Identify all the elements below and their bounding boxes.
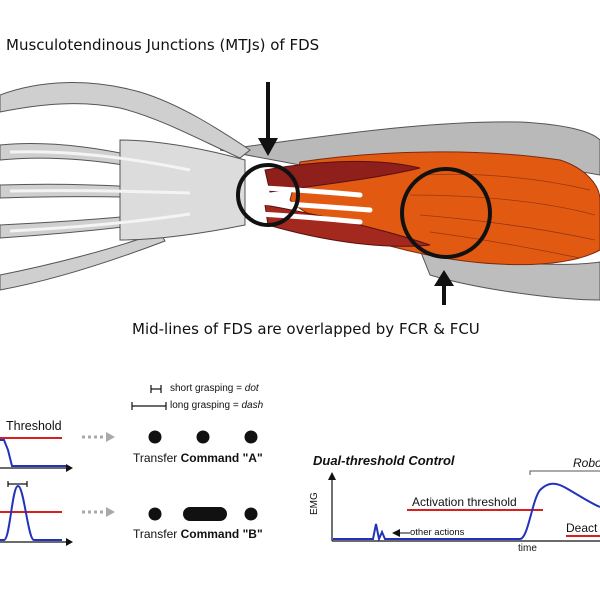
deactivation-label-fragment: Deact [566, 521, 598, 535]
legend-dash: long grasping = dash [170, 400, 263, 411]
activation-threshold-label: Activation threshold [412, 495, 517, 509]
dual-threshold-plot [328, 470, 600, 543]
other-actions-label: other actions [410, 527, 465, 538]
hand-bones [0, 82, 251, 291]
midline-caption: Mid-lines of FDS are overlapped by FCR &… [132, 320, 480, 338]
fcr-muscle [264, 160, 421, 193]
dash-duration-marker [131, 402, 167, 410]
morse-dot [244, 430, 258, 444]
duration-marker-b [7, 481, 28, 487]
midline-circle [400, 167, 492, 259]
emg-plot-a [0, 437, 73, 472]
up-arrow-icon [434, 270, 454, 305]
morse-dot [148, 507, 162, 521]
forearm-anatomy-illustration [0, 82, 600, 305]
command-b-text: Command "B" [180, 527, 263, 541]
transfer-arrow-b-icon [82, 507, 115, 517]
transfer-word-b: Transfer [133, 527, 178, 541]
command-a-text: Command "A" [180, 451, 263, 465]
muscle-fibre-lines [409, 173, 596, 259]
mtj-circle [236, 163, 300, 227]
legend-dash-text: long grasping = [170, 400, 242, 411]
time-axis-label: time [518, 543, 537, 554]
morse-code-a [148, 430, 258, 444]
robot-label-fragment: Robo [573, 456, 600, 470]
robot-bracket [529, 470, 600, 475]
emg-signal-b [0, 484, 62, 541]
transfer-word-a: Transfer [133, 451, 178, 465]
command-b-label: Transfer Command "B" [133, 527, 263, 541]
morse-code-b [148, 507, 258, 521]
finger-tendons [9, 150, 191, 233]
emg-signal-dual [333, 482, 600, 543]
legend-dash-term: dash [241, 400, 264, 411]
legend-dot-term: dot [244, 383, 259, 394]
down-arrow-icon [258, 82, 278, 156]
legend-dot: short grasping = dot [170, 383, 259, 394]
transfer-arrow-a-icon [82, 432, 115, 442]
threshold-label: Threshold [6, 419, 62, 433]
emg-signal-a [0, 439, 66, 467]
command-a-label: Transfer Command "A" [133, 451, 263, 465]
emg-axis-label: EMG [309, 492, 320, 515]
morse-dot [244, 507, 258, 521]
morse-dot [148, 430, 162, 444]
mtj-caption: Musculotendinous Junctions (MTJs) of FDS [6, 36, 320, 54]
other-actions-arrow-icon [392, 529, 410, 537]
dual-threshold-title: Dual-threshold Control [313, 453, 455, 468]
morse-dot [196, 430, 210, 444]
emg-plot-b [0, 481, 73, 546]
dot-duration-marker [150, 385, 162, 393]
morse-dash [183, 507, 227, 521]
legend-dot-text: short grasping = [170, 383, 245, 394]
